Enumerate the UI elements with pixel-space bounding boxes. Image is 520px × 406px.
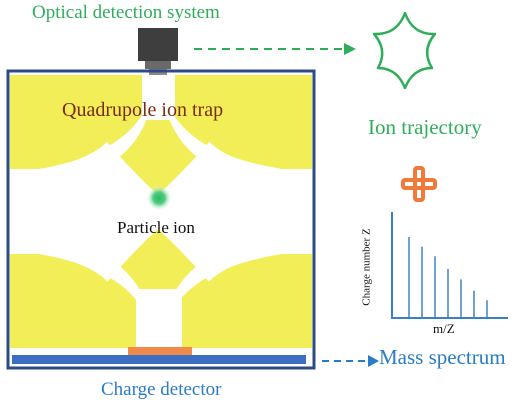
arrow-to-trajectory	[194, 43, 356, 55]
trap-gaps	[10, 75, 312, 349]
spectrum-y-axis-label: Charge number Z	[360, 228, 373, 306]
quadrupole-trap-label: Quadrupole ion trap	[62, 99, 224, 121]
spectrum-x-axis-label: m/Z	[433, 321, 455, 336]
particle-ion-label: Particle ion	[117, 218, 195, 237]
spectrum-peaks	[408, 237, 488, 317]
trap-top-opening	[142, 75, 175, 120]
charge-detector-plate	[12, 347, 306, 364]
electrode-bottom-center	[60, 229, 258, 348]
spectrum-axes	[391, 212, 508, 319]
charge-detector-label: Charge detector	[101, 379, 222, 400]
arrow-to-mass-spectrum	[322, 355, 379, 367]
trap-electrodes	[10, 75, 312, 348]
trap-frame	[6, 69, 316, 370]
mass-spectrum-label: Mass spectrum	[379, 345, 506, 369]
particle-ion-dot	[146, 185, 172, 211]
trap-bottom-opening	[136, 289, 182, 349]
plus-icon	[401, 166, 437, 202]
electrode-top-center	[60, 75, 258, 195]
ion-trajectory-label: Ion trajectory	[368, 115, 482, 139]
six-point-star-trajectory	[372, 11, 437, 90]
optical-detection-label: Optical detection system	[32, 2, 220, 23]
camera-icon	[138, 28, 178, 75]
